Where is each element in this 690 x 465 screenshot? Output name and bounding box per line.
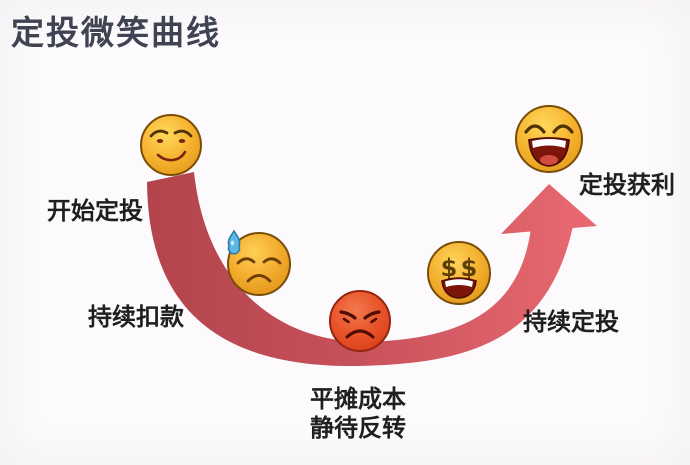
label-wait-reversal: 静待反转 (310, 415, 406, 442)
dollar-right-eye: $ (461, 254, 478, 282)
arrow-head-icon (501, 184, 597, 234)
teeth (445, 279, 473, 287)
teeth (532, 139, 566, 148)
worried-sweat-face-emoji (227, 229, 291, 296)
happy-closed-eyes (524, 124, 574, 134)
laughing-face-emoji (515, 105, 583, 173)
smug-face-emoji (140, 114, 202, 176)
label-continue-deductions: 持续扣款 (88, 304, 184, 331)
closed-sad-eyes (236, 257, 282, 265)
money-eyes-face-emoji: $ $ (427, 241, 491, 305)
smirk-mouth (156, 150, 187, 162)
dollar-left-eye: $ (441, 254, 458, 282)
label-average-cost-wait-reversal: 平摊成本 静待反转 (306, 385, 410, 443)
label-start-investing: 开始定投 (47, 198, 143, 225)
frown-mouth (246, 274, 272, 283)
left-eye (156, 139, 164, 143)
right-eye (178, 139, 186, 143)
eyebrows (149, 129, 193, 138)
label-investing-profit: 定投获利 (579, 172, 675, 199)
left-eye (342, 317, 350, 324)
tongue (540, 155, 558, 165)
right-eye (370, 317, 378, 324)
sweat-drop-icon (227, 229, 241, 255)
face-circle (227, 232, 291, 296)
face-circle (140, 114, 202, 176)
angry-face-emoji (329, 290, 391, 352)
page-title: 定投微笑曲线 (11, 14, 221, 51)
angry-eyebrows (339, 310, 381, 320)
label-average-cost: 平摊成本 (310, 386, 406, 413)
face-circle (329, 290, 391, 352)
smile-curve (147, 172, 573, 367)
frown-mouth (345, 329, 375, 339)
label-continue-investing: 持续定投 (523, 309, 619, 336)
